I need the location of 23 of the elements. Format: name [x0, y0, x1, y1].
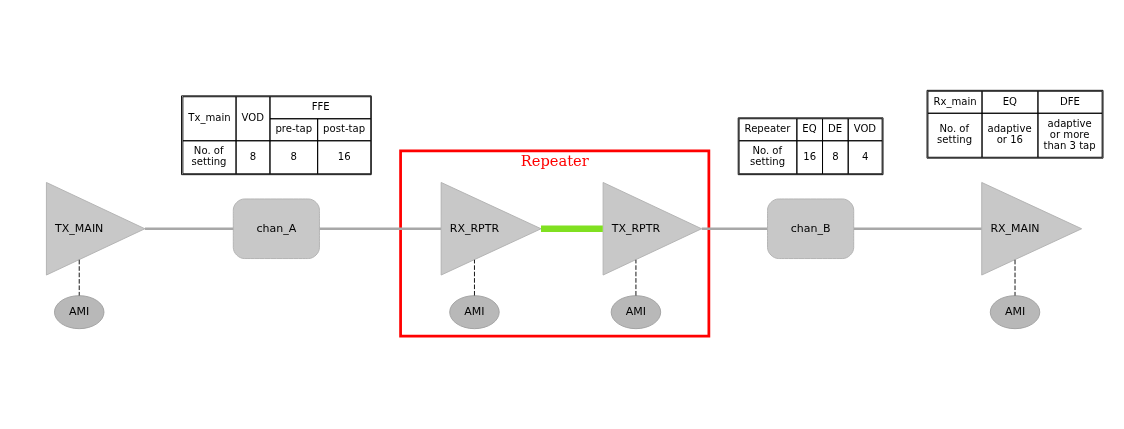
label: 16	[803, 150, 817, 162]
label: No. of setting	[191, 144, 227, 167]
label: EQ	[1002, 95, 1017, 107]
label: post-tap	[323, 122, 366, 134]
label: pre-tap	[275, 122, 313, 134]
label: 4	[861, 150, 869, 162]
label: adaptive or 16	[987, 122, 1032, 145]
label: Repeater	[744, 122, 791, 134]
label: 8	[290, 150, 298, 162]
label: No. of setting	[750, 144, 786, 167]
label: FFE	[311, 100, 330, 112]
label: Rx_main	[933, 95, 977, 107]
label: 16	[337, 150, 351, 162]
label: Tx_main	[188, 111, 231, 123]
label: VOD	[241, 111, 264, 123]
label: DE	[828, 122, 843, 134]
label: No. of setting	[937, 122, 973, 145]
label: EQ	[802, 122, 817, 134]
label: adaptive or more than 3 tap	[1043, 117, 1096, 151]
label: 8	[249, 150, 257, 162]
label: VOD	[853, 122, 877, 134]
label: 8	[832, 150, 839, 162]
label: DFE	[1059, 95, 1080, 107]
